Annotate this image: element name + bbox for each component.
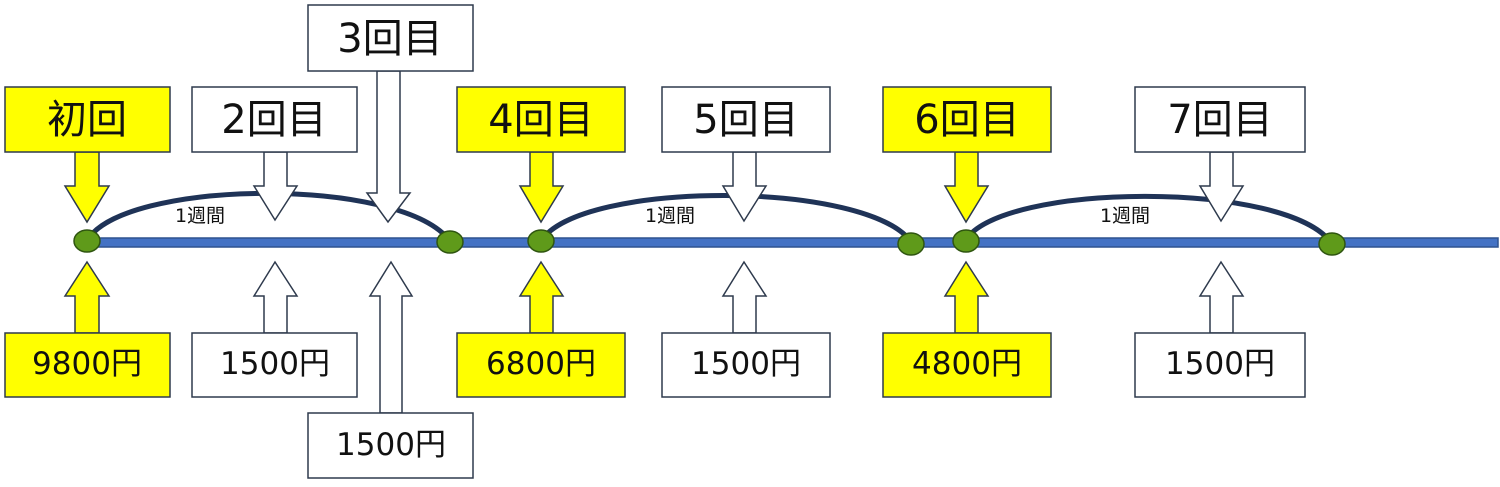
- price-label: 1500円: [336, 427, 446, 463]
- visit-box-4: 4回目: [456, 86, 626, 153]
- visit-label: 2回目: [221, 97, 326, 143]
- visit-box-7: 7回目: [1134, 86, 1306, 153]
- week-label-1: 1週間: [175, 205, 225, 227]
- price-box-7: 1500円: [1134, 332, 1306, 398]
- down-arrow-visit-1: [63, 151, 111, 224]
- up-arrow-price-3: [368, 260, 414, 414]
- price-label: 6800円: [486, 346, 596, 382]
- visit-label: 7回目: [1167, 97, 1272, 143]
- price-label: 1500円: [1165, 346, 1275, 382]
- down-arrow-visit-6: [943, 151, 990, 224]
- price-box-5: 1500円: [661, 332, 831, 398]
- down-arrow-visit-2: [252, 151, 299, 222]
- price-box-6: 4800円: [882, 332, 1052, 398]
- visit-box-2: 2回目: [191, 86, 358, 153]
- timeline-dot-4: [897, 232, 925, 256]
- up-arrow-price-2: [252, 260, 299, 334]
- visit-label: 初回: [47, 97, 127, 143]
- price-box-2: 1500円: [191, 332, 358, 398]
- timeline-dot-5: [952, 229, 980, 253]
- price-label: 1500円: [220, 346, 330, 382]
- price-label: 4800円: [912, 346, 1022, 382]
- down-arrow-visit-7: [1198, 151, 1245, 223]
- week-arc-2: [538, 193, 915, 245]
- visit-box-6: 6回目: [882, 86, 1052, 153]
- price-label: 1500円: [691, 346, 801, 382]
- up-arrow-price-6: [943, 260, 990, 334]
- up-arrow-price-1: [63, 260, 111, 334]
- up-arrow-price-4: [518, 260, 565, 334]
- timeline-dot-3: [527, 229, 555, 253]
- price-box-1: 9800円: [4, 332, 171, 398]
- visit-box-3: 3回目: [307, 4, 474, 72]
- down-arrow-visit-3: [365, 70, 412, 224]
- visit-label: 5回目: [693, 97, 798, 143]
- visit-box-5: 5回目: [661, 86, 831, 153]
- down-arrow-visit-4: [518, 151, 565, 224]
- visit-label: 6回目: [914, 97, 1019, 143]
- down-arrow-visit-5: [721, 151, 768, 223]
- week-label-2: 1週間: [645, 205, 695, 227]
- price-box-4: 6800円: [456, 332, 626, 398]
- week-label-3: 1週間: [1100, 205, 1150, 227]
- up-arrow-price-5: [721, 260, 768, 334]
- price-box-3: 1500円: [307, 412, 474, 479]
- visit-label: 4回目: [488, 97, 593, 143]
- timeline-dot-2: [436, 230, 464, 254]
- timeline-bar: [79, 237, 1499, 248]
- visit-label: 3回目: [337, 16, 442, 62]
- timeline-dot-1: [73, 229, 101, 253]
- week-arc-3: [962, 193, 1335, 246]
- price-label: 9800円: [32, 346, 142, 382]
- timeline-dot-6: [1318, 232, 1346, 256]
- visit-box-1: 初回: [4, 86, 171, 153]
- up-arrow-price-7: [1198, 260, 1245, 334]
